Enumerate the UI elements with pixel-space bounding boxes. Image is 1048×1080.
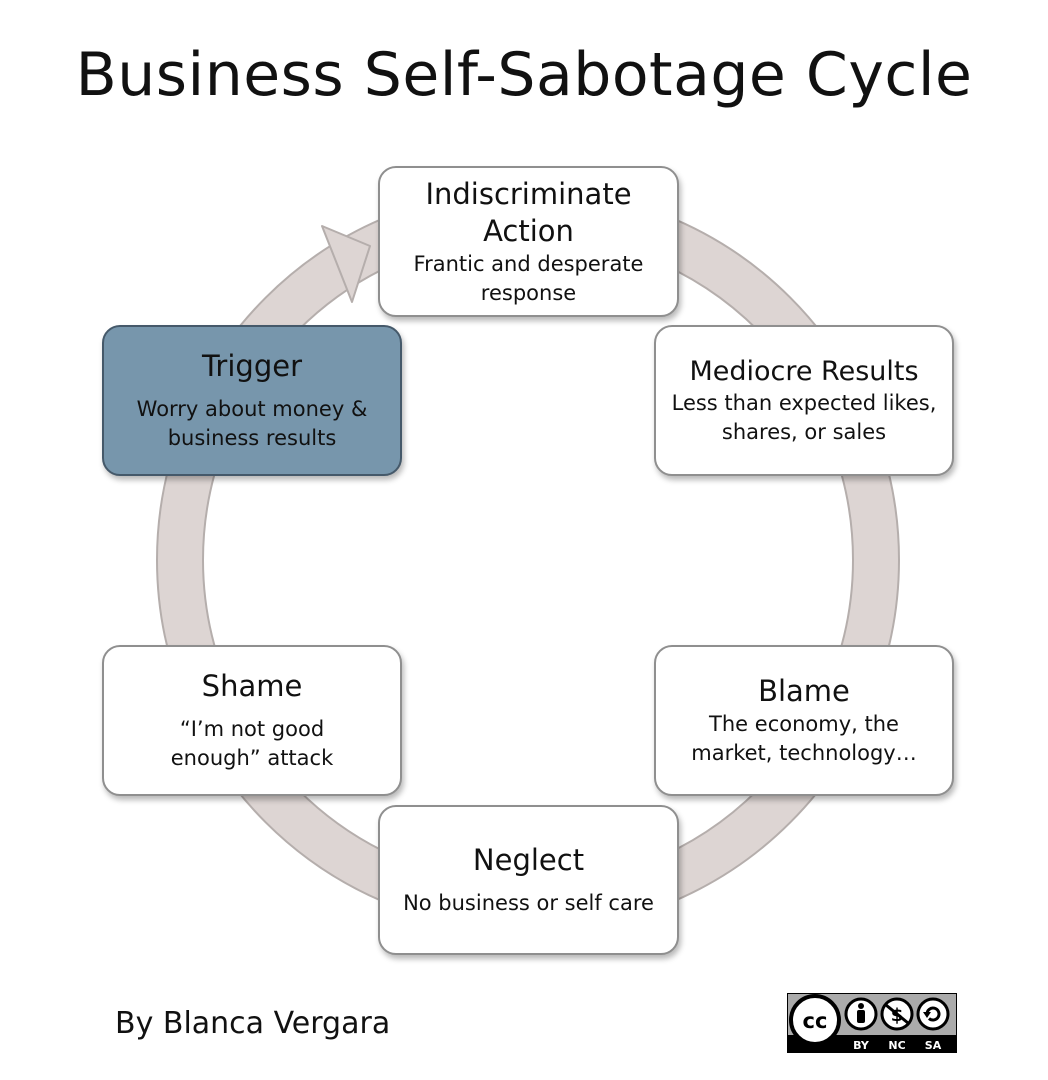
node-mediocre-results: Mediocre Results Less than expected like… <box>654 325 954 476</box>
node-subtext: “I’m not good enough” attack <box>170 717 334 770</box>
node-heading: Trigger <box>201 349 302 383</box>
node-subtext: No business or self care <box>403 891 654 915</box>
node-subtext: Frantic and desperate response <box>413 251 644 305</box>
license-by-label: BY <box>853 1039 870 1052</box>
sharealike-icon <box>916 997 950 1031</box>
diagram-title: Business Self-Sabotage Cycle <box>75 40 973 110</box>
node-heading: Mediocre Results <box>689 355 919 387</box>
node-heading: Indiscriminate Action <box>425 176 632 248</box>
node-heading: Blame <box>758 674 850 708</box>
node-shame: Shame “I’m not good enough” attack <box>102 645 402 796</box>
node-subtext: The economy, the market, technology… <box>691 712 917 765</box>
cc-icon: cc <box>789 994 841 1046</box>
node-blame: Blame The economy, the market, technolog… <box>654 645 954 796</box>
attribution-icon <box>844 997 878 1031</box>
svg-text:cc: cc <box>803 1009 828 1033</box>
node-neglect: Neglect No business or self care <box>378 805 679 955</box>
node-heading: Neglect <box>472 843 585 877</box>
noncommercial-icon: $ <box>880 997 914 1031</box>
author-credit: By Blanca Vergara <box>115 1006 391 1041</box>
cc-license-badge: cc $ BY NC SA <box>787 993 957 1053</box>
cycle-arrowhead <box>321 225 371 303</box>
node-subtext: Worry about money & business results <box>136 397 368 450</box>
node-indiscriminate-action: Indiscriminate Action Frantic and desper… <box>378 166 679 317</box>
node-subtext: Less than expected likes, shares, or sal… <box>671 390 937 444</box>
node-heading: Shame <box>201 669 303 703</box>
license-sa-label: SA <box>925 1039 942 1052</box>
license-nc-label: NC <box>888 1039 905 1052</box>
node-trigger: Trigger Worry about money & business res… <box>102 325 402 476</box>
